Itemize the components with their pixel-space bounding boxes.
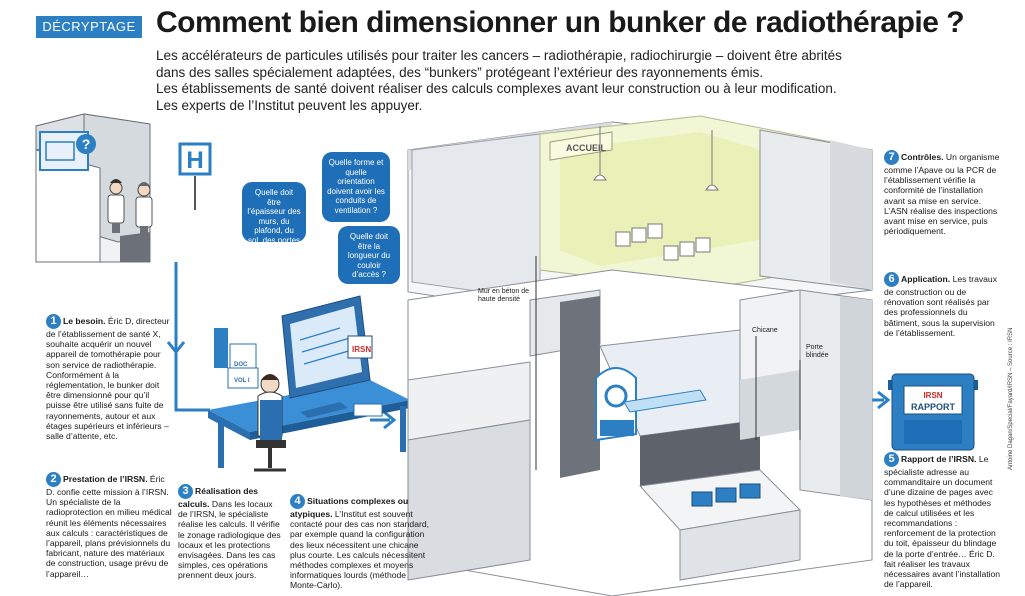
step-number: 6 <box>884 272 899 287</box>
label-door: Porte blindée <box>806 344 829 359</box>
report-binder: IRSN RAPPORT <box>888 373 978 451</box>
question-bubble-walls: Quelle doit être l’épaisseur des murs, d… <box>242 182 306 254</box>
intro-line: Les accélérateurs de particules utilisés… <box>156 48 842 63</box>
report-logo: IRSN <box>923 391 942 400</box>
building: ACCUEIL <box>407 115 873 596</box>
intro-line: dans des salles spécialement adaptées, d… <box>156 64 764 80</box>
step-number: 5 <box>884 452 899 467</box>
reception-sign: ACCUEIL <box>566 143 607 153</box>
question-bubble-corridor: Quelle doit être la longueur du couloir … <box>338 226 400 284</box>
section-tag: DÉCRYPTAGE <box>36 16 142 38</box>
step-title: Rapport de l’IRSN. <box>901 453 977 464</box>
director-office: ? <box>35 113 153 263</box>
irsn-logo-screen: IRSN <box>352 345 371 354</box>
step-title: Prestation de l’IRSN. <box>63 473 148 484</box>
step-title: Situations complexes ou atypiques. <box>290 495 409 519</box>
step-number: 4 <box>290 494 305 509</box>
label-wall: Mur en béton de haute densité <box>478 288 529 303</box>
binder-label: VOL I <box>234 378 250 384</box>
step-text: Les travaux de construction ou de rénova… <box>884 273 998 338</box>
question-icon: ? <box>82 136 91 152</box>
irsn-desk: IRSN DOC VOL I <box>208 295 410 472</box>
binder-label: DOC <box>234 362 248 368</box>
label-chicane: Chicane <box>752 327 778 334</box>
page-title: Comment bien dimensionner un bunker de r… <box>156 6 965 39</box>
intro-text: Les accélérateurs de particules utilisés… <box>156 48 956 114</box>
report-title: RAPPORT <box>911 402 956 412</box>
step-title: Contrôles. <box>901 151 944 162</box>
step-text: Éric D, directeur de l’établissement de … <box>46 315 170 442</box>
step-number: 2 <box>46 472 61 487</box>
step-text: L’Institut est souvent contacté pour des… <box>290 509 430 591</box>
step-number: 3 <box>178 484 193 499</box>
step-text: Éric D. confie cette mission à l’IRSN. U… <box>46 473 172 579</box>
intro-line: Les experts de l’Institut peuvent les ap… <box>156 97 423 113</box>
step-text: Un organisme comme l’Apave ou la PCR de … <box>884 151 1000 237</box>
intro-line: Les établissements de santé doivent réal… <box>156 81 837 96</box>
credit-line: Antoine Dagan/Special/Fayard/IRSN – Sour… <box>1008 327 1014 470</box>
step-number: 7 <box>884 150 899 165</box>
hospital-icon: H <box>186 147 203 174</box>
step-number: 1 <box>46 314 61 329</box>
flow-arrows <box>166 262 891 430</box>
question-bubble-ventilation: Quelle forme et quelle orientation doive… <box>322 152 390 222</box>
step-title: Application. <box>901 273 951 284</box>
step-title: Le besoin. <box>63 315 106 326</box>
step-text: Dans les locaux de l’IRSN, le spécialist… <box>178 499 281 581</box>
hospital-sign: H <box>178 142 212 210</box>
step-title: Réalisation des calculs. <box>178 485 259 509</box>
step-text: Le spécialiste adresse au commanditaire … <box>884 453 1001 590</box>
